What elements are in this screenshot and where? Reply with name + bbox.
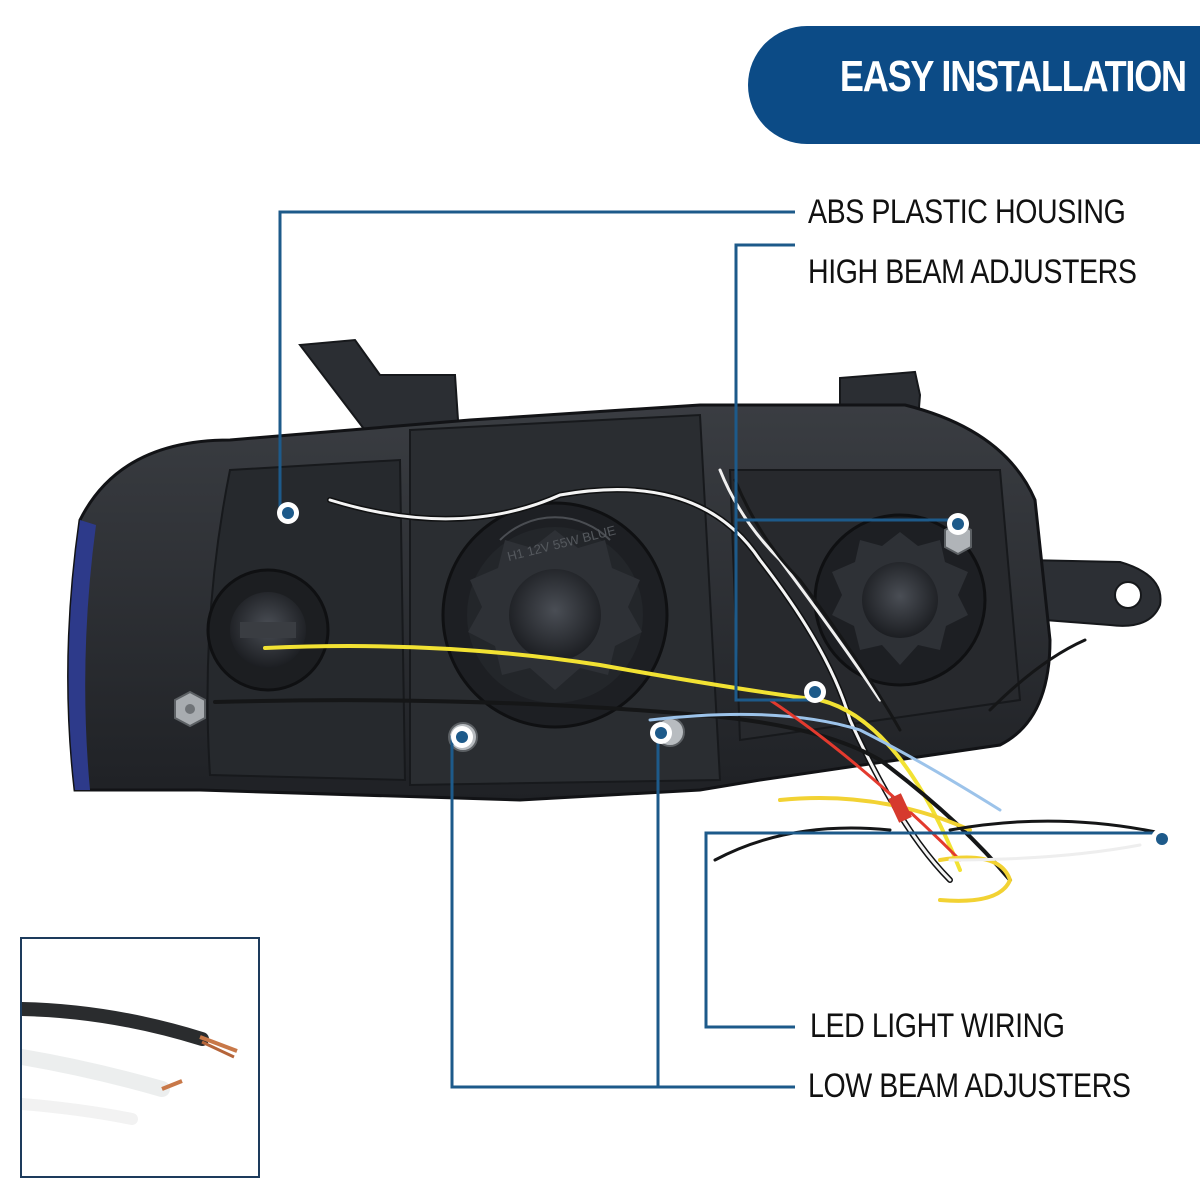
callout-dot (804, 681, 826, 703)
callout-dot (947, 513, 969, 535)
callout-dots (277, 502, 1173, 850)
callout-dot (277, 502, 299, 524)
callout-dot (1151, 828, 1173, 850)
adjuster-bolt (174, 690, 206, 728)
callout-dot (650, 722, 672, 744)
callout-abs-plastic-housing: ABS PLASTIC HOUSING (808, 193, 1126, 231)
wire-ends-inset (20, 937, 260, 1178)
callout-high-beam-adjusters: HIGH BEAM ADJUSTERS (808, 253, 1137, 291)
wire-ends-illustration (22, 1002, 238, 1125)
right-bulb-cap (813, 513, 987, 687)
callout-dot (451, 726, 473, 748)
high-beam-leader (734, 243, 815, 702)
callout-low-beam-adjusters: LOW BEAM ADJUSTERS (808, 1067, 1131, 1105)
wiring-harness (213, 468, 1172, 903)
callout-led-light-wiring: LED LIGHT WIRING (810, 1007, 1065, 1045)
small-bulb-cap (206, 568, 330, 692)
banner-title: EASY INSTALLATION (840, 52, 1187, 101)
led-wiring-leader (704, 831, 1162, 1029)
main-bulb-cap (441, 501, 669, 729)
easy-installation-banner: EASY INSTALLATION (748, 26, 1200, 144)
